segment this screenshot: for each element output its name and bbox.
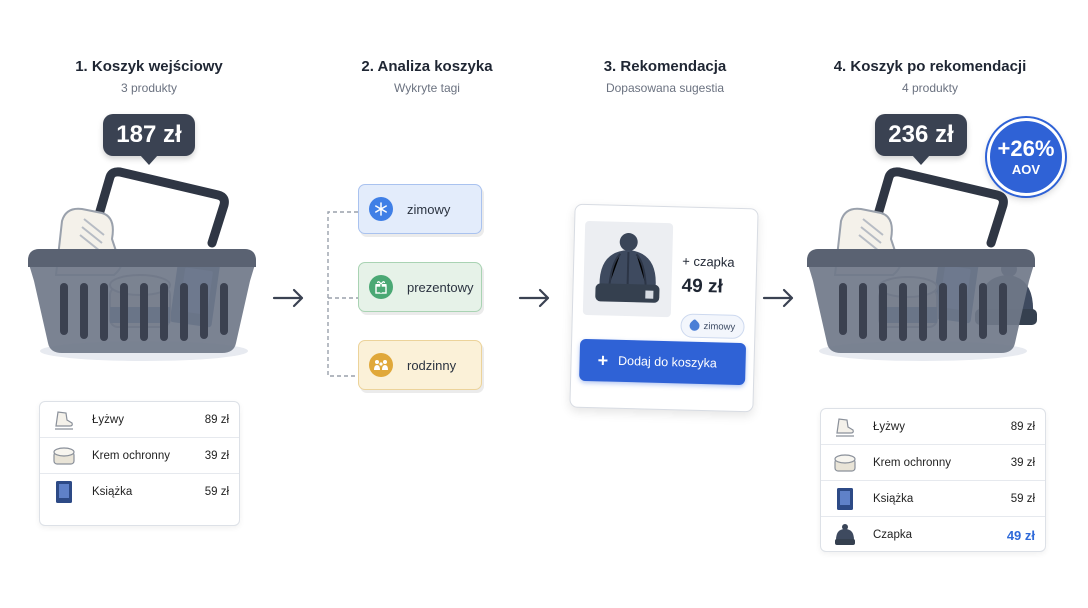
- basket-before-illustration: [28, 167, 256, 361]
- tag-label: rodzinny: [407, 357, 457, 373]
- table-row: Czapka 49 zł: [821, 517, 1045, 553]
- arrow-right-icon: [762, 288, 794, 308]
- snowflake-icon: [369, 197, 393, 221]
- basket-after-illustration: [807, 167, 1037, 361]
- step-title: 1. Koszyk wejściowy: [75, 58, 223, 75]
- aov-uplift-badge: +26% AOV: [987, 118, 1065, 196]
- tag-label: prezentowy: [407, 279, 474, 295]
- step-title: 3. Rekomendacja: [603, 58, 727, 75]
- step-subtitle: 3 produkty: [120, 81, 178, 95]
- plus-icon: +: [597, 350, 609, 371]
- product-image: [582, 220, 674, 318]
- cart-total-badge: 236 zł: [875, 114, 967, 165]
- skate-icon: [831, 413, 859, 441]
- add-to-cart-label: Dodaj do koszyka: [617, 353, 717, 371]
- book-icon: [831, 485, 859, 513]
- step-2-header: 2. Analiza koszyka Wykryte tagi: [297, 58, 557, 95]
- beanie-icon: [831, 521, 859, 549]
- cream-jar-icon: [831, 449, 859, 477]
- table-row: Łyżwy 89 zł: [40, 402, 239, 438]
- tag-gift: prezentowy: [358, 262, 482, 312]
- aov-uplift-label: AOV: [1011, 161, 1041, 177]
- tag-family: rodzinny: [358, 340, 482, 390]
- table-row: Książka 59 zł: [40, 474, 239, 510]
- product-price: 59 zł: [1010, 492, 1035, 505]
- product-name: Książka: [873, 492, 914, 505]
- product-name: Łyżwy: [873, 420, 905, 433]
- family-icon: [369, 353, 393, 377]
- table-row: Krem ochronny 39 zł: [821, 445, 1045, 481]
- arrow-right-icon: [272, 288, 304, 308]
- recommendation-card: + czapka 49 zł zimowy + Dodaj do koszyka: [569, 203, 759, 413]
- product-price: 59 zł: [204, 486, 229, 498]
- cart-total: 236 zł: [888, 121, 954, 148]
- product-name: Książka: [92, 486, 133, 498]
- step-subtitle: 4 produkty: [901, 81, 959, 95]
- recommended-tag-chip: zimowy: [680, 313, 745, 340]
- gift-icon: [369, 275, 393, 299]
- product-name: Krem ochronny: [92, 449, 170, 462]
- step-subtitle: Wykryte tagi: [394, 81, 460, 95]
- arrow-right-icon: [518, 288, 550, 308]
- product-price: 39 zł: [1010, 456, 1035, 469]
- cart-total-badge: 187 zł: [103, 114, 195, 165]
- cart-total: 187 zł: [116, 121, 182, 148]
- step-subtitle: Dopasowana sugestia: [605, 81, 725, 95]
- table-row: Książka 59 zł: [821, 481, 1045, 517]
- recommended-product-name: + czapka: [682, 253, 735, 270]
- aov-uplift-value: +26%: [997, 135, 1055, 161]
- skate-icon: [50, 406, 78, 434]
- step-title: 4. Koszyk po rekomendacji: [833, 58, 1027, 75]
- product-price: 39 zł: [204, 449, 229, 462]
- product-name: Łyżwy: [92, 413, 124, 426]
- tag-winter: zimowy: [358, 184, 482, 234]
- step-4-header: 4. Koszyk po rekomendacji 4 produkty: [800, 58, 1060, 95]
- beanie-icon: [595, 233, 660, 303]
- cream-jar-icon: [50, 442, 78, 470]
- product-price: 89 zł: [1010, 420, 1035, 433]
- table-row: Krem ochronny 39 zł: [40, 438, 239, 474]
- cart-after-table: Łyżwy 89 zł Krem ochronny 39 zł Książka …: [820, 408, 1046, 552]
- book-icon: [50, 478, 78, 506]
- table-row: Łyżwy 89 zł: [821, 409, 1045, 445]
- tag-label: zimowy: [407, 201, 451, 217]
- recommended-product-price: 49 zł: [681, 275, 724, 298]
- tag-label: zimowy: [703, 320, 736, 333]
- step-title: 2. Analiza koszyka: [361, 58, 493, 75]
- add-to-cart-button[interactable]: + Dodaj do koszyka: [579, 338, 747, 386]
- product-name: Czapka: [873, 529, 912, 541]
- step-3-header: 3. Rekomendacja Dopasowana sugestia: [535, 58, 795, 95]
- tag-icon: [687, 318, 702, 333]
- tag-connector-bracket: [327, 211, 358, 377]
- product-price: 49 zł: [1006, 527, 1035, 543]
- cart-before-table: Łyżwy 89 zł Krem ochronny 39 zł Książka …: [39, 401, 240, 526]
- product-price: 89 zł: [204, 413, 229, 426]
- step-1-header: 1. Koszyk wejściowy 3 produkty: [19, 58, 279, 95]
- product-name: Krem ochronny: [873, 456, 951, 469]
